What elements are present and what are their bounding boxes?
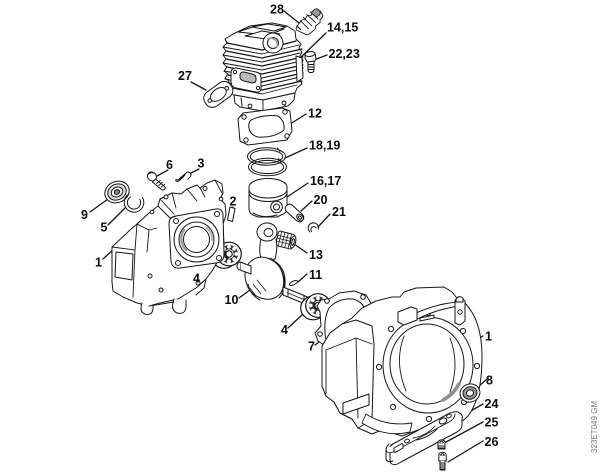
svg-text:4: 4 bbox=[193, 272, 200, 286]
svg-text:22,23: 22,23 bbox=[329, 47, 360, 61]
svg-text:1: 1 bbox=[485, 330, 492, 344]
svg-text:20: 20 bbox=[314, 193, 328, 207]
svg-text:3: 3 bbox=[198, 157, 205, 171]
svg-text:13: 13 bbox=[309, 248, 323, 262]
svg-text:9: 9 bbox=[81, 208, 88, 222]
svg-text:11: 11 bbox=[309, 268, 322, 282]
svg-text:28: 28 bbox=[270, 3, 284, 17]
svg-text:14,15: 14,15 bbox=[327, 21, 358, 35]
svg-text:1: 1 bbox=[95, 256, 102, 270]
svg-text:10: 10 bbox=[225, 293, 239, 307]
svg-text:27: 27 bbox=[178, 69, 192, 83]
svg-text:2: 2 bbox=[230, 195, 237, 209]
svg-text:4: 4 bbox=[281, 323, 288, 337]
svg-text:12: 12 bbox=[308, 107, 322, 121]
svg-text:6: 6 bbox=[166, 158, 173, 172]
svg-text:16,17: 16,17 bbox=[310, 174, 341, 188]
svg-text:7: 7 bbox=[308, 340, 315, 354]
svg-text:5: 5 bbox=[101, 221, 108, 235]
svg-text:25: 25 bbox=[485, 415, 499, 429]
svg-text:26: 26 bbox=[485, 435, 499, 449]
svg-text:21: 21 bbox=[332, 205, 346, 219]
svg-text:24: 24 bbox=[485, 397, 499, 411]
svg-text:18,19: 18,19 bbox=[309, 139, 340, 153]
svg-text:8: 8 bbox=[486, 374, 493, 388]
svg-text:323ET049 GM: 323ET049 GM bbox=[590, 401, 599, 453]
